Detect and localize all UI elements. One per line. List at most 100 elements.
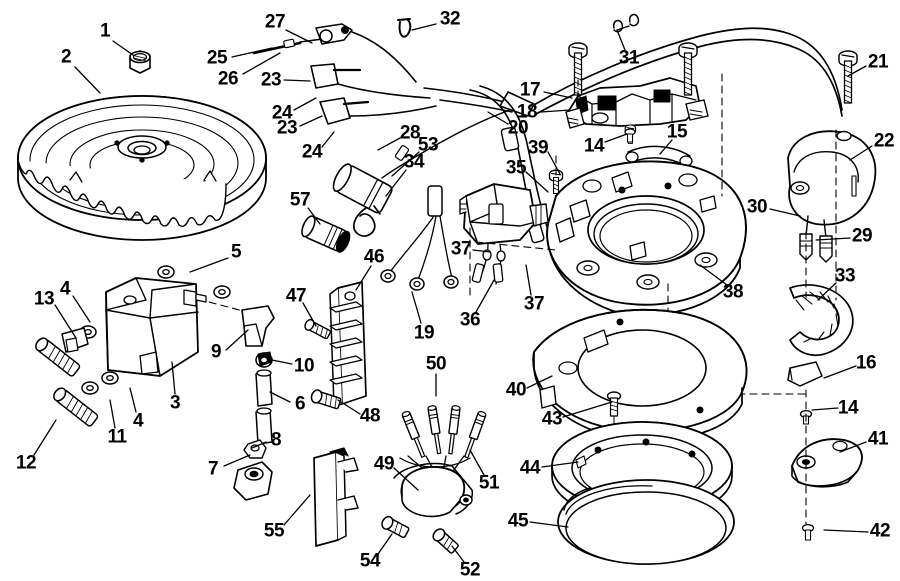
leader-line-spark-plug-lead [321,131,335,148]
leader-line-grommet [225,329,249,351]
leader-line-connector [231,47,273,58]
callout-nut: 8 [270,429,282,451]
callout-clip: 32 [439,8,461,30]
callout-retainer-spring: 34 [403,151,425,173]
callout-washer: 5 [230,241,242,263]
callout-screw: 48 [359,405,381,427]
leader-line-connector [475,279,495,313]
leader-line-screw [562,401,613,418]
leader-line-ignition-coil [171,361,176,395]
leader-line-spark-plug-boot [283,79,311,82]
callout-screw: 14 [583,135,605,157]
callout-grommet: 7 [207,458,219,480]
callout-spacer: 6 [294,393,306,415]
callout-screw: 43 [541,408,563,430]
leader-line-cover [849,145,873,161]
leader-line-wire-terminal [525,264,532,296]
leader-line-flywheel [74,66,101,94]
leader-line-screw [33,419,57,456]
leader-line-ground-lead [377,137,401,151]
leader-line-screw [604,133,628,143]
callout-wire-retainer: 31 [618,47,640,69]
callout-lock-washer: 4 [132,410,144,432]
callout-power-pack: 35 [505,157,527,179]
callout-screw: 47 [285,285,307,307]
callout-flywheel: 2 [60,46,72,68]
callout-screw: 52 [459,559,481,581]
callout-spark-plug-boot: 23 [260,69,282,91]
callout-lower-armature-plate: 40 [505,379,527,401]
leader-line-bullet-connector [815,237,851,241]
leader-line-bracket [54,304,77,339]
leader-line-sleeve [242,52,281,75]
leader-line-wire-terminal [472,249,491,253]
leader-line-ring-terminal-leads [411,291,422,324]
leader-line-spacer [269,391,291,403]
leader-line-lock-washer [129,387,137,413]
callout-screw: 42 [869,520,891,542]
callout-bracket: 13 [33,288,55,310]
callout-clip: 16 [855,352,877,374]
callout-spark-plug-boot: 23 [276,117,298,139]
callout-bullet-connector: 29 [851,225,873,247]
callout-connector: 25 [206,47,228,69]
callout-lock-washer: 4 [59,278,71,300]
callout-retainer-clamp: 15 [666,121,688,143]
leader-line-screw [811,407,839,411]
leader-line-retainer-spring [385,169,407,197]
leader-line-screw [302,302,317,327]
callout-ignition-coil: 3 [169,392,181,414]
callout-high-tension-lead: 20 [507,117,529,139]
leader-line-screw [847,65,867,77]
callout-screw: 14 [837,397,859,419]
leader-line-screw [377,533,393,555]
callout-terminal-lead: 27 [264,11,286,33]
callout-filter: 57 [289,189,311,211]
leader-line-terminal-lead [285,29,313,44]
leader-line-armature-plate [699,264,728,286]
callout-screw: 12 [15,452,37,474]
leader-line-washer [109,399,116,429]
callout-diode: 51 [478,472,500,494]
callout-connector: 36 [459,309,481,331]
leader-line-flywheel-nut [112,40,134,56]
leader-line-clip [411,23,437,31]
callout-terminal-block: 46 [363,246,385,268]
leader-line-diode [469,449,485,476]
callout-ground-lead: 28 [399,122,421,144]
leader-line-screw [547,151,561,175]
callout-wire-terminal: 37 [523,293,545,315]
callout-armature-plate: 38 [722,281,744,303]
callout-air-deflector: 33 [834,265,856,287]
callout-condenser: 53 [417,134,439,156]
leader-line-spark-plug-boot [299,115,323,127]
leader-line-air-deflector [817,282,837,301]
leader-line-screw [451,545,465,563]
callout-wire-terminal: 37 [450,238,472,260]
leader-line-lower-armature-plate [526,375,553,389]
callout-flywheel-nut: 1 [99,20,111,42]
leader-line-bracket [283,494,311,526]
callout-bracket: 55 [263,520,285,542]
leader-line-power-pack [525,171,549,193]
callout-retainer-ring: 44 [519,457,541,479]
leader-line-nut [251,441,267,449]
leader-line-cover-screw [769,208,801,217]
callout-clamp: 10 [293,355,315,377]
leader-line-clamp [271,359,293,365]
leader-line-spark-plug-lead [293,97,317,111]
callout-ring-terminal-leads: 19 [413,322,435,344]
callout-diode-assembly: 50 [425,353,447,375]
callout-spark-plug-lead: 24 [301,141,323,163]
leader-line-screw [337,399,361,415]
callout-washer: 11 [107,426,127,448]
leader-line-lock-washer [72,295,91,323]
callout-rectifier: 49 [373,453,395,475]
callout-seal-ring: 45 [507,510,529,532]
callout-screw: 54 [359,550,381,572]
callout-screw: 39 [527,137,549,159]
leader-line-seal-ring [529,521,569,528]
leader-line-terminal-block [355,265,372,291]
